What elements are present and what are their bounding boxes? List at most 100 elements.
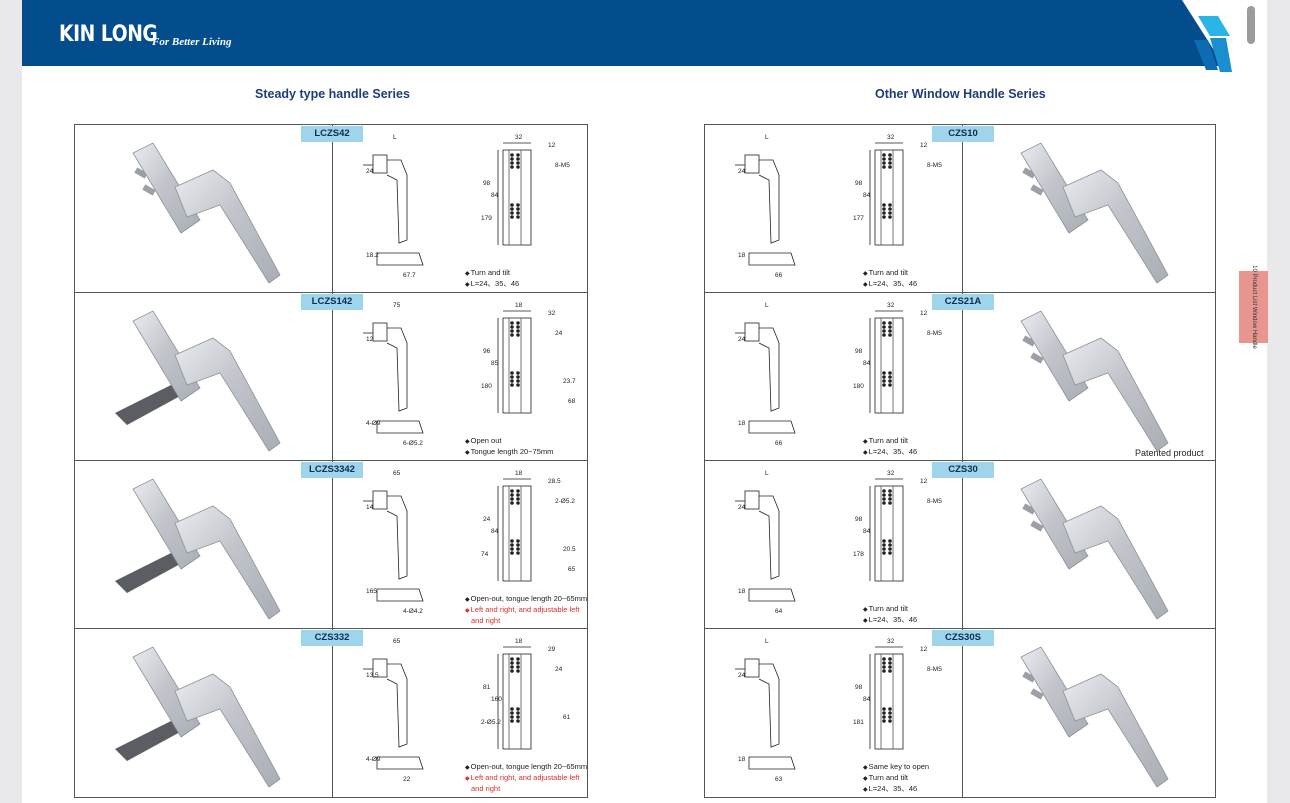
dimension-label: L [765,134,769,141]
spec-notes: Turn and tiltL=24、35、46 [863,604,987,626]
handle-photo [1020,142,1169,284]
dimension-label: 32 [515,134,523,141]
dimension-label: 177 [853,215,864,222]
spec-notes: Turn and tiltL=24、35、46 [465,268,589,290]
brand-mark-icon [1194,16,1232,72]
dimension-label: 65 [568,566,576,573]
dimension-label: 98 [855,180,863,187]
dimension-label: 18 [738,588,746,595]
side-index-tab[interactable]: 10 Product List Window Handle [1239,265,1268,349]
product-photo [1020,646,1169,788]
dimension-label: 23.7 [563,378,576,385]
dimension-label: 75 [393,302,401,309]
spec-note-line: Same key to open [863,762,987,773]
dimension-label: 66 [775,272,783,279]
spec-note-line: Open-out, tongue length 20~65mm [465,762,595,773]
dimension-label: 85 [491,360,499,367]
dimension-label: 6-Ø5.2 [403,440,423,447]
right-section-title: Other Window Handle Series [875,87,1046,101]
patent-label: Patented product [1135,448,1204,458]
dimension-label: 8-M5 [927,162,942,169]
spec-note-highlight: Left and right, and adjustable left [465,773,595,784]
technical-drawing [735,646,904,770]
dimension-label: 96 [483,348,491,355]
dimension-label: L [765,638,769,645]
dimension-label: 18 [738,252,746,259]
spec-note-line: Turn and tilt [863,604,987,615]
dimension-label: 18.2 [366,252,379,259]
dimension-label: 81 [483,684,491,691]
product-photo [132,142,281,284]
dimension-label: 165 [366,588,377,595]
dimension-label: 98 [855,684,863,691]
dimension-label: 24 [555,330,563,337]
handle-photo [115,646,281,788]
technical-drawing [363,310,532,434]
dimension-label: 84 [863,360,871,367]
handle-photo [1020,478,1169,620]
column-divider [332,125,333,797]
handle-photo [115,478,281,620]
dimension-label: 4-Ø9 [366,420,381,427]
dimension-label: 32 [887,134,895,141]
dimension-label: 84 [491,528,499,535]
spec-note-line: L=24、35、46 [863,279,987,290]
product-photo [1020,142,1169,284]
scrollbar-thumb[interactable] [1247,6,1255,44]
dimension-label: 2-Ø5.2 [555,498,575,505]
dimension-label: 12 [920,310,928,317]
dimension-label: 14 [366,504,374,511]
header-banner: KIN LONG For Better Living [22,0,1267,66]
dimension-label: 67.7 [403,272,416,279]
dimension-label: 20.5 [563,546,576,553]
catalog-page: KIN LONG For Better Living Steady type h… [22,0,1267,803]
dimension-label: 29 [548,646,556,653]
technical-drawing [363,478,532,602]
model-tag: CZS30 [932,462,994,478]
left-section-title: Steady type handle Series [255,87,410,101]
spec-note-highlight: Left and right, and adjustable left [465,605,595,616]
dimension-label: 2-Ø5.2 [481,719,501,726]
dimension-label: 18 [515,302,523,309]
dimension-label: 65 [393,470,401,477]
dimension-label: 8-M5 [927,666,942,673]
technical-drawing [735,310,904,434]
spec-note-highlight: and right [471,616,501,625]
spec-notes: Open-out, tongue length 20~65mmLeft and … [465,762,595,794]
dimension-label: 32 [887,302,895,309]
dimension-label: 160 [491,696,502,703]
dimension-label: 12 [548,142,556,149]
dimension-label: 84 [863,192,871,199]
dimension-label: 18 [515,470,523,477]
spec-notes: Turn and tiltL=24、35、46 [863,268,987,290]
dimension-label: 98 [855,348,863,355]
dimension-label: 13.5 [366,672,379,679]
handle-photo [1020,646,1169,788]
spec-notes: Open outTongue length 20~75mm [465,436,589,458]
side-index-tab-label: 10 Product List Window Handle [1250,265,1257,349]
dimension-label: 18 [515,638,523,645]
dimension-label: 8-M5 [927,330,942,337]
dimension-label: 84 [863,528,871,535]
dimension-label: 32 [887,470,895,477]
dimension-label: 4-Ø4.2 [403,608,423,615]
product-photo [115,310,281,452]
dimension-label: 32 [887,638,895,645]
dimension-label: 61 [563,714,571,721]
dimension-label: 24 [738,672,746,679]
dimension-label: L [765,470,769,477]
product-photo [1020,478,1169,620]
dimension-label: 18 [738,756,746,763]
model-tag: LCZS3342 [301,462,363,478]
column-divider [962,125,963,797]
spec-note-line: Turn and tilt [863,268,987,279]
